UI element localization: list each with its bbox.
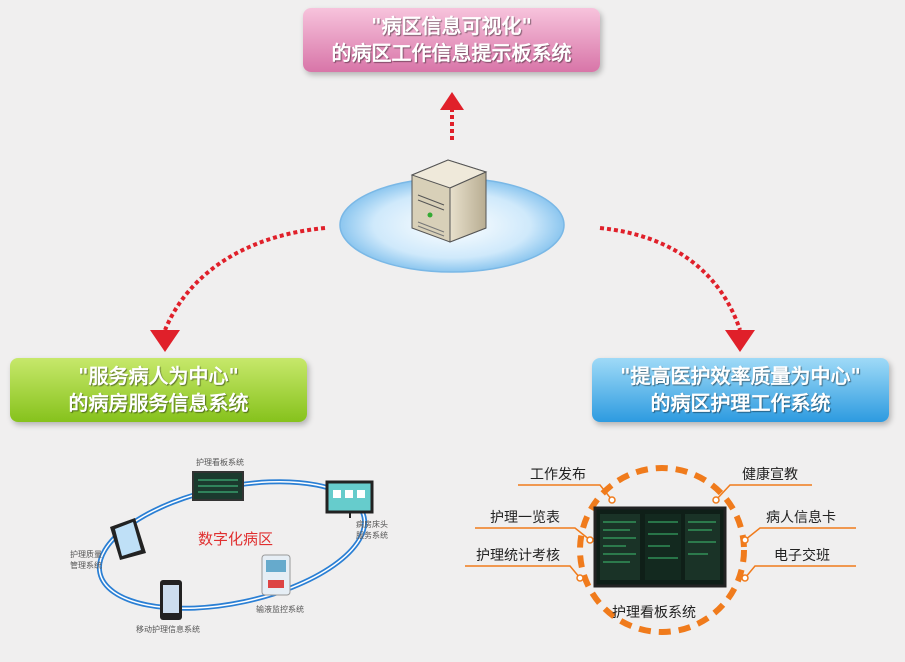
patient-service-box: "服务病人为中心" 的病房服务信息系统 [10, 358, 307, 422]
nursing-board-label: 护理看板系统 [612, 605, 696, 621]
nursing-overview-label: 护理一览表 [490, 510, 560, 526]
tablet-label-2: 管理系统 [70, 561, 102, 570]
nursing-board-screen-icon [593, 506, 727, 588]
visualization-box-subtitle: 的病区工作信息提示板系统 [331, 41, 572, 65]
tablet-label-1: 护理质量 [70, 550, 102, 559]
shift-handover-label: 电子交班 [774, 548, 830, 564]
server-icon [410, 159, 488, 243]
nursing-efficiency-box-subtitle: 的病区护理工作系统 [650, 391, 831, 415]
arrow-right [599, 226, 742, 331]
board-device-icon [192, 471, 244, 501]
work-publish-label: 工作发布 [530, 467, 586, 483]
tablet-icon [110, 518, 146, 560]
visualization-box: "病区信息可视化" 的病区工作信息提示板系统 [303, 8, 600, 72]
room-terminal-label-2: 服务系统 [356, 531, 388, 540]
room-terminal-icon [325, 480, 374, 518]
visualization-box-title: "病区信息可视化" [371, 14, 532, 38]
patient-service-box-subtitle: 的病房服务信息系统 [68, 391, 249, 415]
board-label: 护理看板系统 [196, 458, 244, 467]
arrow-left [163, 226, 326, 331]
health-education-label: 健康宣教 [742, 467, 798, 483]
nursing-efficiency-box-title: "提高医护效率质量为中心" [620, 364, 861, 388]
infusion-device-icon [261, 554, 291, 596]
nursing-board-ring [577, 465, 747, 635]
patient-service-box-title: "服务病人为中心" [78, 364, 239, 388]
nursing-efficiency-box: "提高医护效率质量为中心" 的病区护理工作系统 [592, 358, 889, 422]
digital-ward-label: 数字化病区 [198, 530, 274, 548]
phone-icon [160, 580, 182, 620]
nursing-stats-label: 护理统计考核 [476, 548, 560, 564]
room-terminal-label-1: 病房床头 [356, 520, 388, 529]
phone-label: 移动护理信息系统 [136, 625, 200, 634]
infusion-label: 输液监控系统 [256, 605, 304, 614]
patient-info-card-label: 病人信息卡 [766, 510, 836, 526]
